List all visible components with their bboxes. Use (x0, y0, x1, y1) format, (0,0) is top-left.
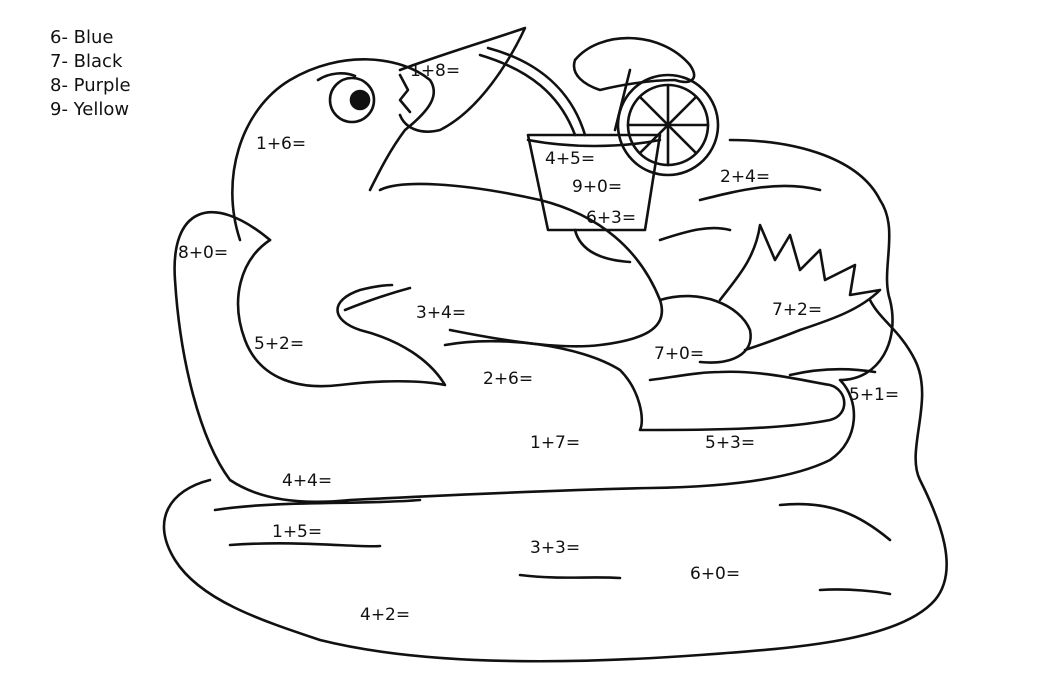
region-label: 1+7= (530, 433, 581, 453)
ripple (228, 542, 382, 548)
region-label: 4+5= (545, 149, 596, 169)
region-label: 6+0= (690, 564, 741, 584)
region-label: 4+4= (282, 471, 333, 491)
region-label: 3+3= (530, 538, 581, 558)
wing-tip (343, 286, 412, 312)
straw (478, 53, 577, 137)
cup-rim (526, 138, 662, 148)
region-label: 5+3= (705, 433, 756, 453)
ripple (518, 573, 622, 580)
lemon-slice (616, 73, 720, 177)
duck-head (231, 58, 436, 242)
region-label: 1+8= (410, 61, 461, 81)
color-key: 6- Blue 7- Black 8- Purple 9- Yellow (50, 26, 131, 122)
region-label: 1+6= (256, 134, 307, 154)
region-label: 3+4= (416, 303, 467, 323)
region-label: 2+6= (483, 369, 534, 389)
color-key-item: 7- Black (50, 51, 123, 72)
color-key-item: 6- Blue (50, 27, 114, 48)
region-label: 8+0= (178, 243, 229, 263)
region-label: 4+2= (360, 605, 411, 625)
float-inner-curve (658, 226, 732, 242)
duck-belly (443, 339, 846, 432)
lemon-segment (638, 95, 698, 155)
duck-pupil (349, 89, 371, 111)
umbrella (572, 36, 696, 92)
ripple (213, 498, 422, 512)
color-key-item: 8- Purple (50, 75, 131, 96)
foot-base (658, 294, 752, 364)
float-inner-curve (788, 368, 877, 377)
duck-foot (718, 223, 882, 352)
float-outline (173, 138, 894, 504)
region-label: 5+1= (849, 385, 900, 405)
region-label: 2+4= (720, 167, 771, 187)
cup-stand (573, 228, 632, 264)
region-label: 7+2= (772, 300, 823, 320)
water-outline (162, 298, 948, 663)
region-label: 5+2= (254, 334, 305, 354)
duck-eye (328, 76, 376, 124)
color-key-item: 9- Yellow (50, 99, 130, 120)
region-label: 6+3= (586, 208, 637, 228)
eyebrow (316, 72, 357, 82)
region-label: 1+5= (272, 522, 323, 542)
cup (526, 133, 662, 232)
ripple (778, 502, 892, 542)
duck-wing (236, 238, 447, 388)
straw (486, 46, 587, 137)
float-inner-curve (698, 184, 822, 202)
region-label: 7+0= (654, 344, 705, 364)
beak-jag (398, 73, 412, 114)
ripple (818, 588, 892, 596)
region-label: 9+0= (572, 177, 623, 197)
